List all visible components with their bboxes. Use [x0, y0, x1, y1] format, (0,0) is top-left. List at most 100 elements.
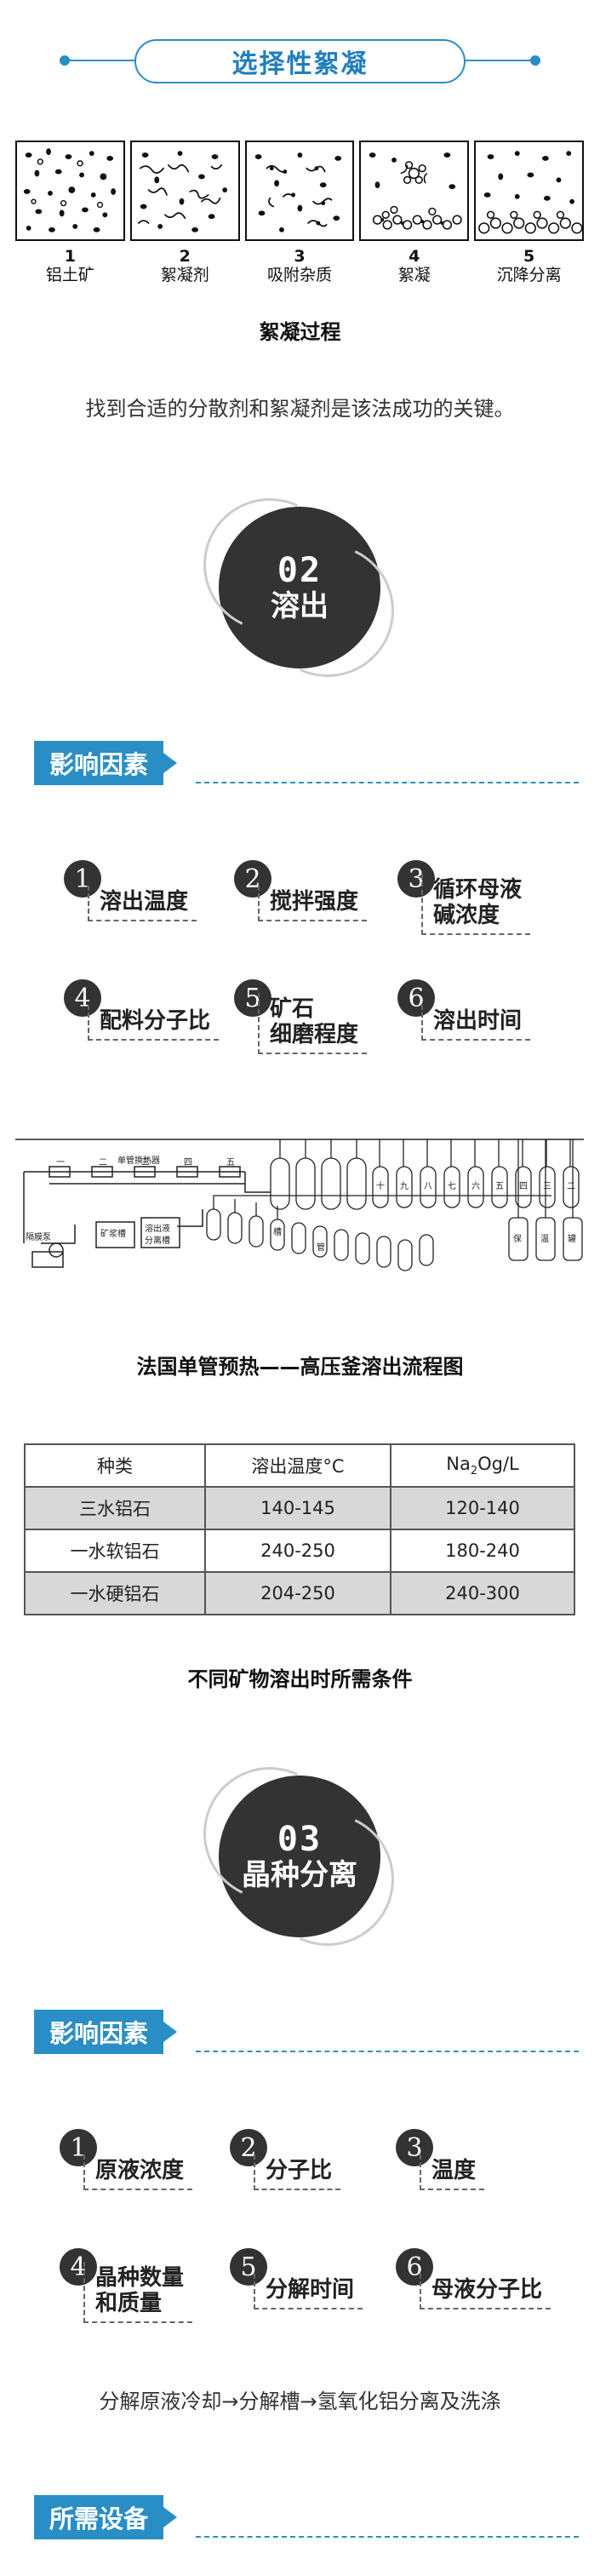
title-line-left: [60, 60, 136, 61]
flow-series-label: 三: [543, 1182, 551, 1191]
factor-label: 温度: [420, 2154, 485, 2190]
section-header-label: 所需设备: [34, 2495, 178, 2539]
factor-number-badge: 3: [396, 2129, 433, 2166]
table-cell: 180-240: [390, 1529, 575, 1573]
table-cell: 一水硬铝石: [24, 1571, 206, 1615]
table-cell: 三水铝石: [24, 1486, 206, 1530]
flow-stage-label: 三: [141, 1158, 150, 1168]
title-pill: 选择性絮凝: [134, 39, 466, 83]
section-header-factors: 影响因素: [34, 2010, 579, 2054]
factor-item: 6 溶出时间: [397, 979, 576, 1056]
flow-pot-label: 温: [540, 1234, 549, 1244]
section-header-dashline: [196, 2051, 579, 2052]
factor-label: 晶种数量和质量: [83, 2262, 193, 2323]
adsorb-impurity-graphic: [254, 152, 341, 232]
factor-label: 搅拌强度: [258, 886, 368, 921]
section-badge-02: 02 溶出: [219, 507, 380, 668]
floc-note: 找到合适的分散剂和絮凝剂是该法成功的关键。: [85, 397, 515, 421]
factor-number-badge: 1: [64, 860, 101, 898]
flow-stage-label: 二: [99, 1158, 107, 1168]
flow-caption: 法国单管预热——高压釜溶出流程图: [136, 1355, 464, 1379]
table-cell: 204-250: [204, 1571, 391, 1615]
flow-label-tank: 分离槽: [145, 1235, 170, 1246]
flow-series-label: 九: [400, 1181, 409, 1191]
section-header-dashline: [196, 2536, 579, 2538]
flow-pot-label: 保: [513, 1233, 522, 1244]
factor-label: 溶出温度: [88, 886, 197, 921]
section-header-equipment: 所需设备: [34, 2495, 579, 2539]
table-header-row: 种类 溶出温度°C Na2Og/L: [24, 1443, 575, 1488]
section-number: 02: [277, 551, 323, 590]
flow-label-tank: 矿浆槽: [100, 1228, 126, 1239]
flow-label-tube: 管: [317, 1242, 325, 1253]
factor-label: 溶出时间: [421, 1005, 531, 1041]
table-caption: 不同矿物溶出时所需条件: [187, 1667, 413, 1691]
flow-pot-label: 罐: [568, 1233, 576, 1244]
factor-item: 1 原液浓度: [60, 2129, 238, 2206]
factor-label: 矿石细磨程度: [258, 993, 368, 1054]
table-row: 一水硬铝石 204-250 240-300: [24, 1571, 575, 1615]
table-cell: 一水软铝石: [24, 1529, 206, 1573]
floc-panel-1: [15, 141, 125, 241]
page-title: 选择性絮凝: [231, 49, 369, 79]
table-header: 种类: [24, 1443, 206, 1488]
factor-number-badge: 1: [60, 2129, 97, 2166]
factor-number-badge: 6: [396, 2248, 433, 2286]
flow-series-label: 八: [424, 1182, 432, 1191]
floc-caption: 絮凝过程: [259, 320, 341, 344]
factor-number-badge: 6: [397, 979, 435, 1017]
flow-series-label: 十: [376, 1180, 385, 1191]
factor-label: 分解时间: [254, 2274, 363, 2309]
section-badge-03: 03 晶种分离: [219, 1776, 380, 1937]
factor-label: 配料分子比: [88, 1005, 220, 1041]
floc-panel-5: [474, 141, 584, 241]
flow-series-label: 五: [495, 1182, 504, 1191]
flow-series-label: 七: [448, 1181, 456, 1191]
flow-series-label: 二: [567, 1182, 575, 1191]
flow-label-tank: 溶出液: [145, 1223, 170, 1234]
factor-item: 4 配料分子比: [64, 979, 243, 1056]
flow-stage-label: 五: [226, 1158, 235, 1168]
factor-number-badge: 5: [230, 2248, 267, 2286]
flocculation-graphic: [369, 152, 463, 230]
table-cell: 120-140: [390, 1486, 575, 1530]
page-title-banner: 选择性絮凝: [60, 34, 540, 87]
section-header-dashline: [196, 782, 579, 783]
section-header-label: 影响因素: [34, 2010, 178, 2054]
conditions-table: 种类 溶出温度°C Na2Og/L 三水铝石 140-145 120-140 一…: [24, 1443, 575, 1615]
flow-series-label: 四: [519, 1182, 528, 1191]
floc-panel-4: [359, 141, 470, 241]
table-cell: 240-250: [204, 1529, 391, 1573]
table-row: 三水铝石 140-145 120-140: [24, 1486, 575, 1530]
table-row: 一水软铝石 240-250 180-240: [24, 1529, 575, 1573]
flow-stage-label: 四: [184, 1158, 192, 1168]
factor-number-badge: 3: [397, 860, 435, 898]
factor-item: 4 晶种数量和质量: [60, 2248, 238, 2325]
flow-stage-label: 一: [56, 1158, 65, 1168]
factor-item: 5 分解时间: [230, 2248, 409, 2325]
process-text: 分解原液冷却→分解槽→氢氧化铝分离及洗涤: [99, 2390, 501, 2413]
floc-panel-3: [244, 141, 355, 241]
flow-series-label: 六: [471, 1181, 480, 1191]
table-cell: 240-300: [390, 1571, 575, 1615]
table-header: Na2Og/L: [390, 1443, 575, 1488]
bauxite-particles-graphic: [23, 148, 117, 232]
section-title: 溶出: [271, 589, 329, 623]
factor-number-badge: 2: [230, 2129, 267, 2166]
title-dot-left: [60, 55, 70, 66]
flow-label-exchanger: 单管换热器: [117, 1155, 160, 1166]
flow-diagram: 单管换热器 一 二 三 四 五 隔膜泵 矿浆槽 溶出液 分离槽 管 十 九 八 …: [15, 1124, 584, 1282]
floc-panel-2: [129, 141, 240, 241]
section-header-label: 影响因素: [34, 741, 178, 785]
factor-number-badge: 5: [234, 979, 271, 1017]
factor-number-badge: 4: [60, 2248, 97, 2286]
factor-item: 2 分子比: [230, 2129, 409, 2206]
factor-label: 原液浓度: [83, 2154, 193, 2190]
factor-label: 分子比: [254, 2154, 341, 2190]
